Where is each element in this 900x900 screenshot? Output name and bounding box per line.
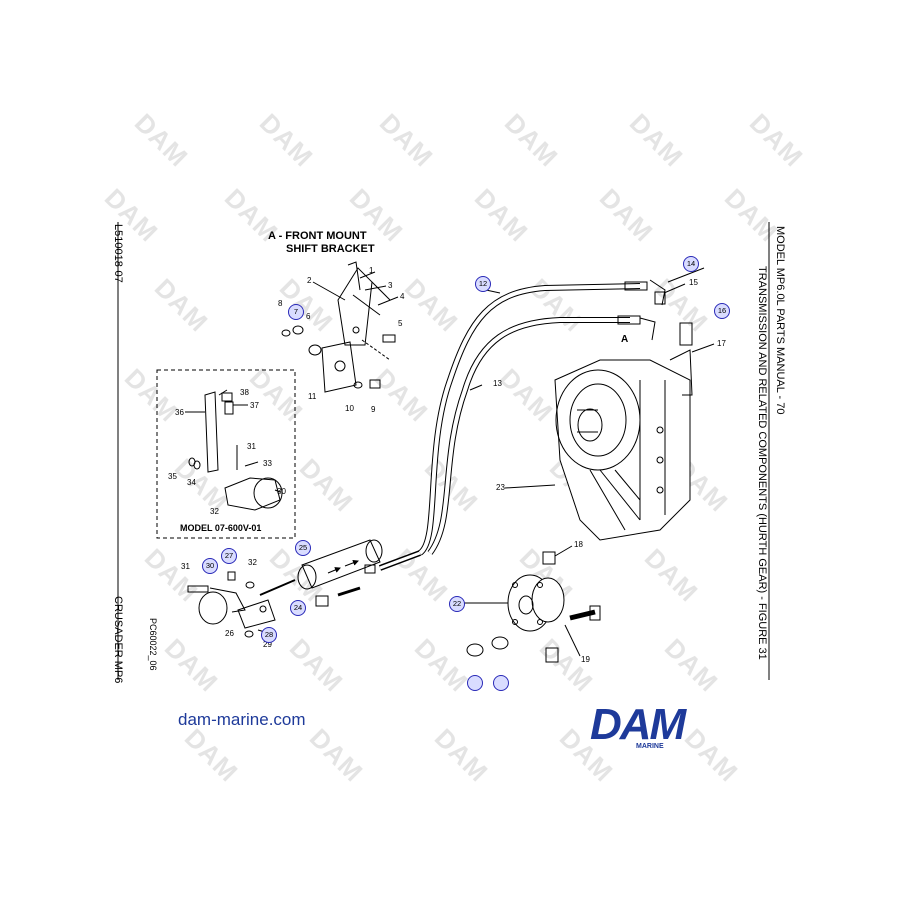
lever-17 [669,349,693,396]
transmission-housing-23 [554,359,691,541]
part-label-5: 5 [398,319,403,328]
model-inset-box [156,369,296,539]
circled-label-12: 12 [475,276,491,292]
page-title-line1: A - FRONT MOUNT [268,230,367,242]
circled-label-16: 16 [714,303,730,319]
bolt-5 [382,334,396,343]
part-label-37: 37 [250,401,259,410]
part-label-35: 35 [168,472,177,481]
part-label-30-inset: 30 [277,487,286,496]
part-label-33: 33 [263,459,272,468]
part-label-18: 18 [574,540,583,549]
dam-marine-logo[interactable]: DAM MARINE [590,700,716,755]
inset-clamp-30 [253,477,283,509]
part-label-1: 1 [369,266,374,275]
part-label-26: 26 [225,629,234,638]
bolt-18 [542,551,556,565]
circled-label-22: 22 [449,596,465,612]
page-title: A - FRONT MOUNT SHIFT BRACKET [268,230,375,256]
part-label-8: 8 [278,299,283,308]
logo-word: DAM [590,700,686,749]
part-label-2: 2 [307,276,312,285]
bolt-31 [187,585,209,593]
part-label-34: 34 [187,478,196,487]
circled-label-28: 28 [261,627,277,643]
fitting-24 [315,595,329,607]
clamp-30 [198,591,228,625]
washer-20 [491,636,509,650]
circled-label-27: 27 [221,548,237,564]
part-label-31: 31 [181,562,190,571]
bracket-28 [237,599,276,629]
circled-label-24: 24 [290,600,306,616]
part-label-19: 19 [581,655,590,664]
part-label-10: 10 [345,404,354,413]
callout-a: A [621,334,629,345]
mount-plate-11 [321,341,357,393]
part-label-15: 15 [689,278,698,287]
part-label-13: 13 [493,379,502,388]
part-label-23: 23 [496,483,505,492]
circled-label-7: 7 [288,304,304,320]
sensor-16 [679,322,693,346]
part-label-36: 36 [175,408,184,417]
front-mount-bracket [337,267,373,346]
part-label-29: 29 [263,640,272,649]
circled-label-25: 25 [295,540,311,556]
fitting-15 [654,291,666,305]
circled-label-20 [493,675,509,691]
part-label-32-inset: 32 [210,507,219,516]
part-label-32: 32 [248,558,257,567]
circled-label-14: 14 [683,256,699,272]
part-label-11: 11 [308,392,317,401]
bolt-19 [589,605,601,621]
bracket-arm [352,294,381,316]
logo-subtitle: MARINE [636,743,664,750]
shift-cylinder-25 [301,539,381,589]
part-label-17: 17 [717,339,726,348]
page-title-line2: SHIFT BRACKET [286,243,375,255]
part-label-6: 6 [306,312,311,321]
part-label-3: 3 [388,281,393,290]
part-label-9: 9 [371,405,376,414]
nut-21 [466,643,484,657]
model-label: MODEL 07-600V-01 [180,523,262,533]
part-label-38: 38 [240,388,249,397]
part-label-4: 4 [400,292,405,301]
inset-rod-36 [204,391,219,473]
circled-label-21 [467,675,483,691]
part-label-31-inset: 31 [247,442,256,451]
circled-label-30: 30 [202,558,218,574]
site-link[interactable]: dam-marine.com [178,710,306,729]
